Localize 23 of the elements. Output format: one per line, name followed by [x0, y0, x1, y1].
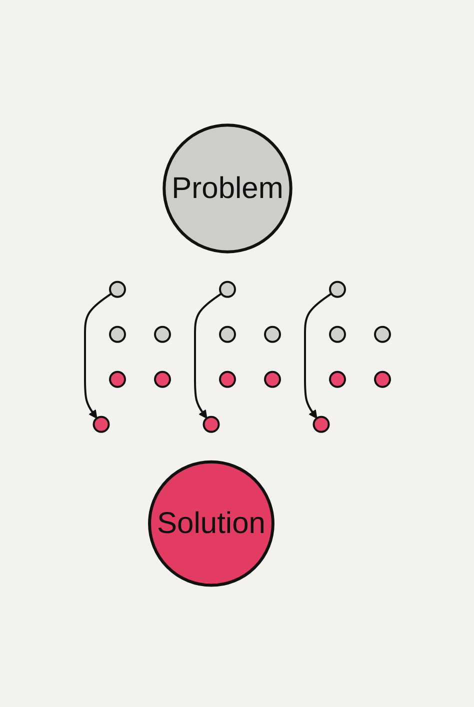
node-circle [154, 326, 170, 344]
node-circle [218, 326, 236, 344]
node-circle [202, 416, 220, 434]
arrow [194, 293, 222, 420]
node-circle [108, 281, 126, 298]
node-circle [312, 416, 330, 434]
arrow [304, 293, 332, 420]
node-circle [92, 416, 110, 434]
node-circle [154, 371, 170, 388]
node-circle [108, 326, 126, 344]
node-circle [264, 371, 280, 388]
node-circle [374, 371, 390, 388]
arrow [84, 293, 112, 420]
node-circle [264, 326, 280, 344]
node-circle [374, 326, 390, 344]
node-circle [108, 371, 126, 388]
node-circle [218, 371, 236, 388]
node-circle [328, 326, 346, 344]
node-circle: Solution [148, 460, 274, 588]
node-circle [218, 281, 236, 298]
node-circle [328, 281, 346, 298]
node-circle [328, 371, 346, 388]
node-circle: Problem [162, 124, 292, 254]
